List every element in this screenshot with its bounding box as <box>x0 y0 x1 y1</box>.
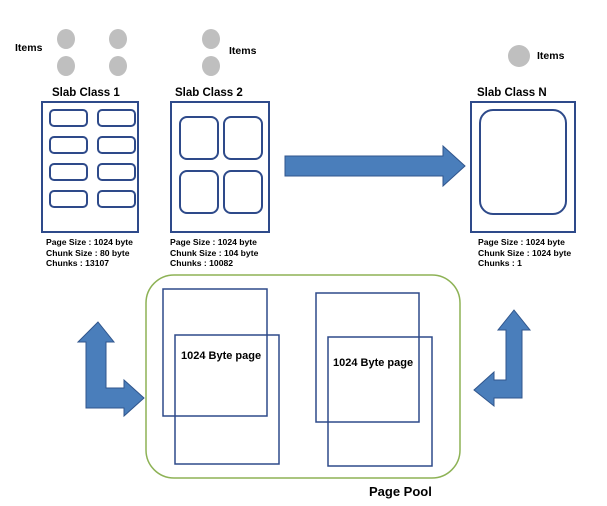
page-label-right: 1024 Byte page <box>333 357 414 369</box>
items-label-2: Items <box>229 45 257 57</box>
page-pool-title: Page Pool <box>369 484 432 499</box>
chunks-text: Chunks : 10082 <box>170 258 234 268</box>
item-dot <box>109 29 127 49</box>
chunk <box>97 136 136 154</box>
page-front-left <box>174 334 280 465</box>
page-back-left <box>162 288 268 417</box>
item-dot <box>202 56 220 76</box>
chunk <box>97 109 136 127</box>
right-arrow-icon <box>284 144 466 188</box>
slab-class-2-info: Page Size : 1024 byte Chunk Size : 104 b… <box>170 237 258 269</box>
slab-class-1-box <box>41 101 139 233</box>
chunk <box>179 170 219 214</box>
chunk <box>49 109 88 127</box>
chunk <box>223 116 263 160</box>
chunks-text: Chunks : 13107 <box>46 258 110 268</box>
item-dot <box>57 29 75 49</box>
slab-class-2-title: Slab Class 2 <box>175 87 243 99</box>
chunk-size-text: Chunk Size : 80 byte <box>46 247 130 258</box>
item-dot <box>508 45 530 67</box>
page-back-right <box>315 292 420 423</box>
chunks-text: Chunks : 1 <box>478 258 522 268</box>
page-size-text: Page Size : 1024 byte <box>46 237 133 247</box>
page-size-text: Page Size : 1024 byte <box>170 237 257 247</box>
chunk-size-text: Chunk Size : 104 byte <box>170 247 259 258</box>
slab-class-2-box <box>170 101 270 233</box>
item-dot <box>202 29 220 49</box>
chunk <box>49 163 88 181</box>
item-dot <box>57 56 75 76</box>
bent-double-arrow-left-icon <box>76 321 145 418</box>
chunk <box>179 116 219 160</box>
page-size-text: Page Size : 1024 byte <box>478 237 565 247</box>
page-front-right <box>327 336 433 467</box>
bent-double-arrow-right-icon <box>473 309 532 408</box>
items-label-1: Items <box>15 42 43 54</box>
chunk <box>49 190 88 208</box>
items-group-3 <box>508 45 530 67</box>
slab-class-n-box <box>470 101 576 233</box>
chunk <box>479 109 567 215</box>
items-group-2 <box>202 29 220 76</box>
slab-class-n-info: Page Size : 1024 byte Chunk Size : 1024 … <box>478 237 571 269</box>
slab-class-n-title: Slab Class N <box>477 87 547 99</box>
chunk <box>49 136 88 154</box>
page-label-left: 1024 Byte page <box>181 350 262 362</box>
item-dot <box>109 56 127 76</box>
slab-class-1-title: Slab Class 1 <box>52 87 120 99</box>
chunk-size-text: Chunk Size : 1024 byte <box>478 247 572 258</box>
chunk <box>97 190 136 208</box>
items-group-1 <box>57 29 127 76</box>
slab-class-1-info: Page Size : 1024 byte Chunk Size : 80 by… <box>46 237 133 269</box>
page-pool-container <box>145 274 461 479</box>
items-label-3: Items <box>537 50 565 62</box>
chunk <box>223 170 263 214</box>
chunk <box>97 163 136 181</box>
